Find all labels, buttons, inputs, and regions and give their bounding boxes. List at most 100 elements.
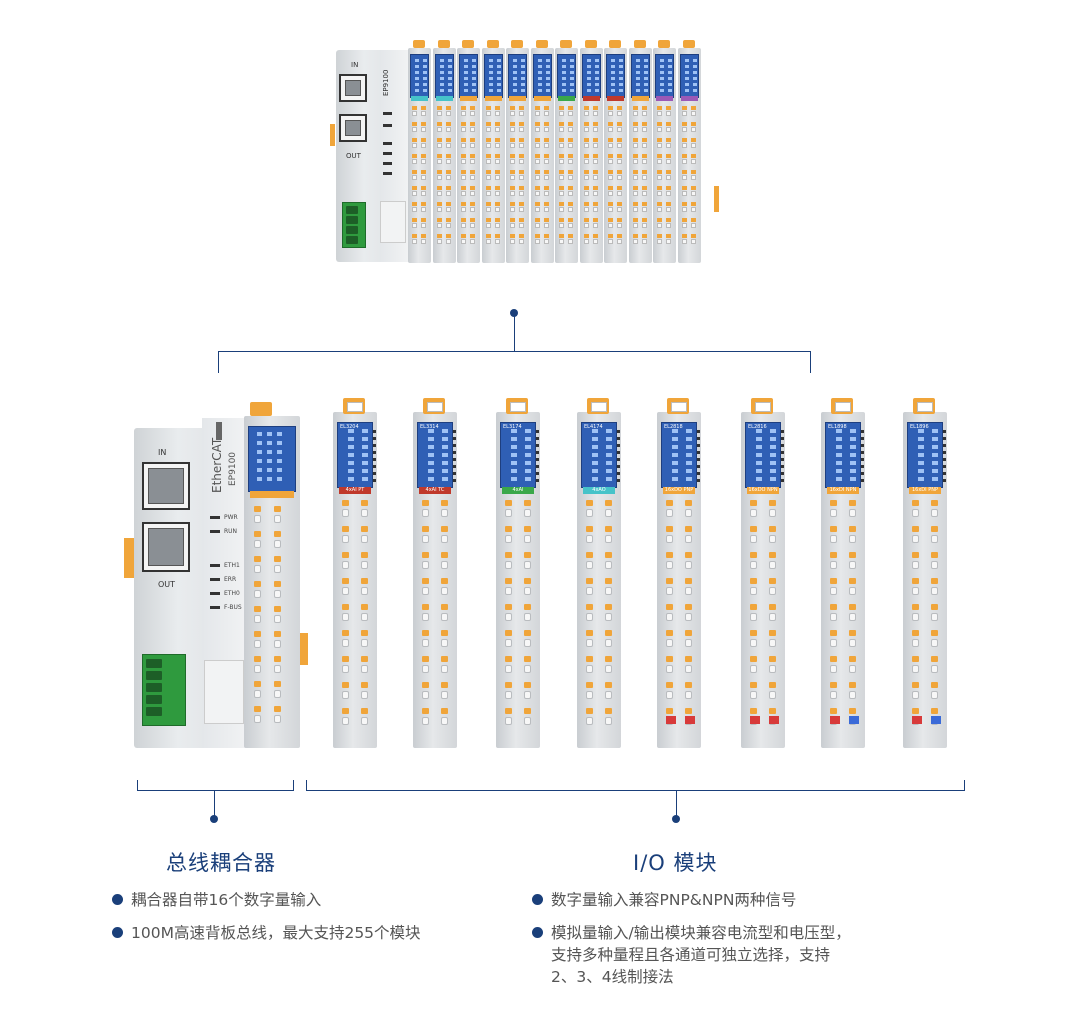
io-terminal-slot xyxy=(750,691,757,699)
terminal-pin xyxy=(277,450,282,454)
terminal-pin xyxy=(415,83,419,86)
io-terminal-slot xyxy=(681,143,687,148)
terminal-pin xyxy=(362,477,368,481)
module-latch-window xyxy=(835,402,851,412)
io-terminal-slot xyxy=(421,143,426,148)
io-terminal-slot xyxy=(436,143,442,148)
io-release-lever xyxy=(534,106,540,110)
io-terminal-slot xyxy=(543,127,549,132)
io-release-lever xyxy=(485,202,491,206)
io-terminal-slot xyxy=(470,127,475,132)
io-terminal-slot xyxy=(830,613,837,621)
io-release-lever xyxy=(494,106,500,110)
io-release-lever xyxy=(254,681,261,687)
io-bullet-1: 数字量输入兼容PNP&NPN两种信号 xyxy=(532,889,796,911)
io-terminal-slot xyxy=(510,175,515,180)
terminal-pin xyxy=(668,71,672,74)
io-terminal-slot xyxy=(524,561,531,569)
terminal-pin xyxy=(570,65,574,68)
terminal-pin xyxy=(423,71,427,74)
io-release-lever xyxy=(690,186,696,190)
io-release-lever xyxy=(586,500,593,506)
terminal-pin xyxy=(692,65,697,68)
io-release-lever xyxy=(505,708,512,714)
io-release-lever xyxy=(422,500,429,506)
io-terminal-slot xyxy=(657,175,662,180)
terminal-pin xyxy=(586,59,591,62)
terminal-pin xyxy=(770,429,776,433)
io-terminal-slot xyxy=(605,613,612,621)
io-terminal-slot xyxy=(534,111,540,116)
terminal-pin xyxy=(496,83,501,86)
terminal-pin xyxy=(562,65,566,68)
io-terminal-slot xyxy=(641,143,647,148)
terminal-pin xyxy=(619,83,623,86)
io-release-lever xyxy=(583,186,589,190)
coupler-power-terminal xyxy=(142,654,186,726)
io-terminal-slot xyxy=(849,561,856,569)
io-release-lever xyxy=(524,708,531,714)
io-terminal-slot xyxy=(470,143,475,148)
polarity-marker xyxy=(769,716,779,724)
io-release-lever xyxy=(494,122,500,126)
io-terminal-slot xyxy=(912,561,919,569)
io-terminal-slot xyxy=(849,639,856,647)
io-release-lever xyxy=(524,656,531,662)
io-release-lever xyxy=(608,122,613,126)
io-terminal-slot xyxy=(849,535,856,543)
io-release-lever xyxy=(412,234,417,238)
io-release-lever xyxy=(685,708,692,714)
terminal-pin xyxy=(932,445,938,449)
io-release-lever xyxy=(494,218,500,222)
io-terminal-slot xyxy=(445,191,451,196)
io-release-lever xyxy=(510,234,515,238)
terminal-pin xyxy=(619,89,623,92)
terminal-pin xyxy=(611,59,615,62)
io-terminal-slot xyxy=(461,223,466,228)
io-terminal-slot xyxy=(681,223,687,228)
io-release-lever xyxy=(849,656,856,662)
io-terminal-slot xyxy=(657,239,662,244)
status-led-label: F-BUS xyxy=(224,604,242,611)
io-terminal-slot xyxy=(441,717,448,725)
terminal-pin xyxy=(511,453,517,457)
io-release-lever xyxy=(685,604,692,610)
io-terminal-slot xyxy=(485,127,491,132)
terminal-pin xyxy=(511,469,517,473)
io-terminal-slot xyxy=(586,665,593,673)
terminal-pin xyxy=(918,469,924,473)
terminal-pin xyxy=(423,83,427,86)
terminal-pin xyxy=(521,77,525,80)
module-blue-terminal xyxy=(410,54,429,98)
io-release-lever xyxy=(534,154,540,158)
io-terminal-slot xyxy=(685,535,692,543)
io-terminal-slot xyxy=(685,691,692,699)
terminal-pin xyxy=(439,59,444,62)
io-release-lever xyxy=(685,630,692,636)
io-terminal-slot xyxy=(421,207,426,212)
terminal-pin xyxy=(932,477,938,481)
io-release-lever xyxy=(505,500,512,506)
io-release-lever xyxy=(830,682,837,688)
terminal-pin xyxy=(756,453,762,457)
io-release-lever xyxy=(605,552,612,558)
terminal-pin xyxy=(594,59,599,62)
io-terminal-slot xyxy=(470,223,475,228)
io-terminal-slot xyxy=(750,587,757,595)
io-terminal-slot xyxy=(605,639,612,647)
status-led-label: ETH0 xyxy=(224,590,240,597)
io-release-lever xyxy=(361,682,368,688)
io-release-lever xyxy=(849,604,856,610)
io-terminal-slot xyxy=(559,191,564,196)
io-bullet-2: 模拟量输入/输出模块兼容电流型和电压型， 支持多种量程且各通道可独立选择，支持 … xyxy=(532,922,851,988)
io-terminal-slot xyxy=(568,239,573,244)
module-top-latch xyxy=(584,40,597,48)
io-release-lever xyxy=(632,154,638,158)
io-release-lever xyxy=(568,170,573,174)
module-type-tag: 16xDI PNP xyxy=(909,487,941,494)
io-release-lever xyxy=(681,170,687,174)
terminal-pin xyxy=(464,83,468,86)
io-release-lever xyxy=(342,552,349,558)
module-type-tag: 16xDO PNP xyxy=(663,487,695,494)
io-terminal-slot xyxy=(485,159,491,164)
